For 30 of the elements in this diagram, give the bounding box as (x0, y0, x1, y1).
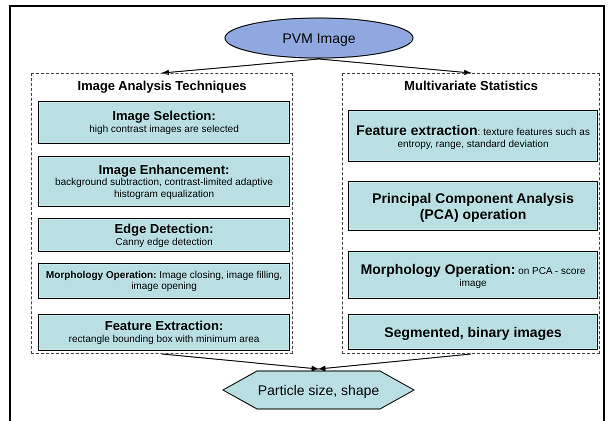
step-heading: Edge Detection: (114, 222, 214, 237)
step-heading: Image Selection: (111, 109, 217, 124)
process-box (38, 263, 290, 299)
step-text: Morphology Operation: Image closing, image filling, image opening (44, 270, 284, 292)
step-text: rectangle bounding box with minimum area (68, 334, 260, 346)
panel-title: Multivariate Statistics (404, 79, 538, 94)
arrow (318, 354, 472, 372)
step-text: Principal Component Analysis (PCA) operation (371, 190, 575, 222)
process-box (38, 314, 290, 351)
panel-title: Image Analysis Techniques (77, 79, 247, 94)
step-text: Morphology Operation: on PCA - score image (360, 261, 586, 289)
process-box (348, 181, 598, 231)
arrow (162, 354, 319, 372)
arrow (162, 58, 320, 76)
step-text: Segmented, binary images (383, 324, 563, 340)
step-text: Canny edge detection (114, 236, 214, 248)
step-text: Particle size, shape (258, 382, 380, 398)
process-box (38, 218, 290, 252)
step-text: background subtraction, contrast-limited adaptive histogram equalization (54, 177, 274, 200)
step-text: high contrast images are selected (88, 124, 240, 136)
process-box (38, 156, 290, 207)
step-heading: Feature Extraction: (104, 319, 224, 334)
step-text: Feature extraction: texture features such as entropy, range, standard deviation (355, 122, 591, 150)
step-text: PVM Image (282, 30, 356, 46)
process-box (348, 251, 598, 299)
process-box (348, 110, 598, 162)
step-heading: Image Enhancement: (98, 162, 230, 178)
process-box (348, 314, 598, 350)
arrow (318, 58, 472, 76)
process-box (38, 101, 290, 144)
